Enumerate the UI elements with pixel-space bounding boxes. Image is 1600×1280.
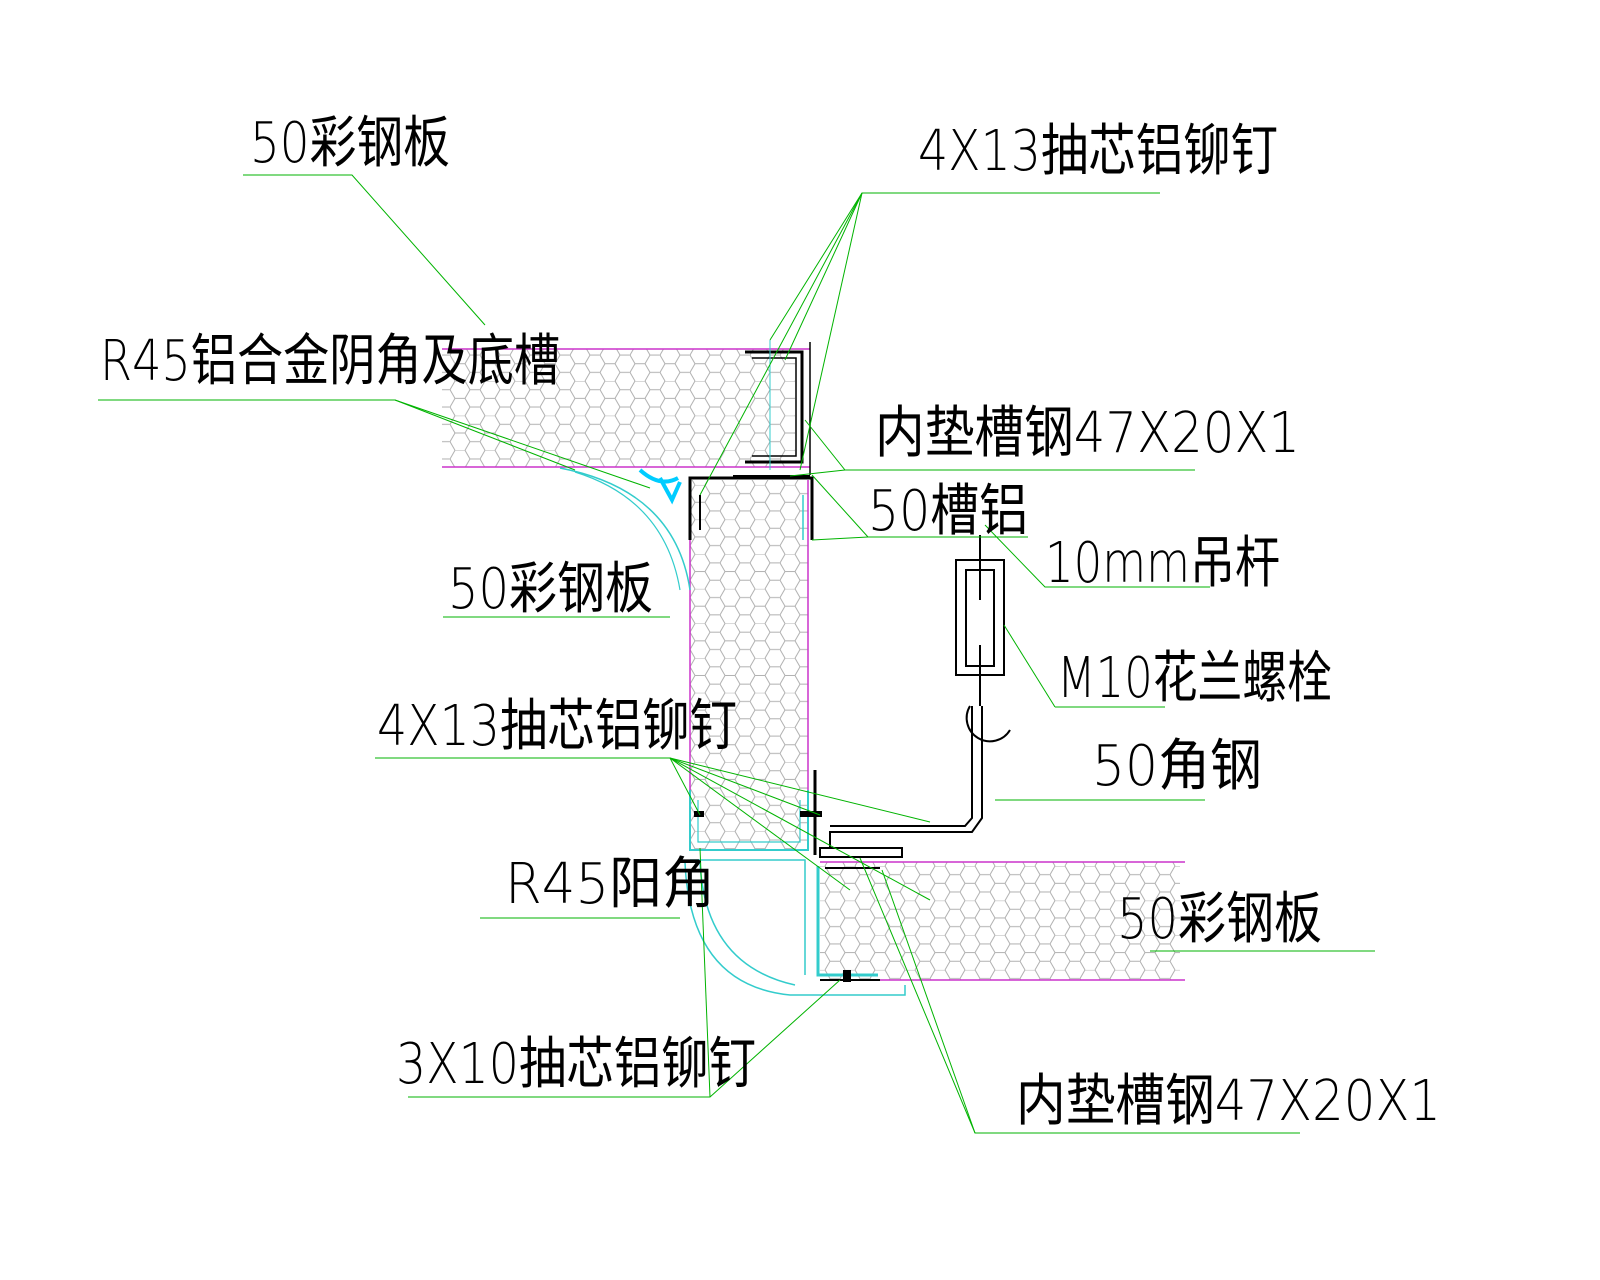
label-outer-corner: R45阳角 bbox=[505, 852, 715, 917]
label-turnbuckle: M10花兰螺栓 bbox=[1057, 646, 1332, 711]
outer-corner-profile bbox=[684, 770, 906, 996]
label-angle-steel: 50角钢 bbox=[1092, 734, 1262, 799]
hanger-assembly bbox=[829, 535, 1011, 848]
label-inner-corner: R45铝合金阴角及底槽 bbox=[100, 329, 560, 394]
label-channel-steel-top: 内垫槽钢47X20X1 bbox=[875, 401, 1300, 466]
label-rivet-mid: 4X13抽芯铝铆钉 bbox=[377, 694, 737, 759]
channel-aluminum bbox=[688, 475, 814, 540]
vertical-panel bbox=[689, 480, 809, 850]
label-panel-bottom: 50彩钢板 bbox=[1117, 887, 1322, 952]
label-rivet-small: 3X10抽芯铝铆钉 bbox=[396, 1032, 756, 1097]
label-rivet-top: 4X13抽芯铝铆钉 bbox=[918, 119, 1278, 184]
top-panel bbox=[442, 348, 810, 468]
label-panel-mid: 50彩钢板 bbox=[448, 557, 653, 622]
inner-corner-profile bbox=[559, 467, 691, 591]
bottom-panel bbox=[820, 861, 1185, 981]
labels: 50彩钢板 4X13抽芯铝铆钉 R45铝合金阴角及底槽 内垫槽钢47X20X1 … bbox=[100, 111, 1441, 1134]
label-channel-aluminum: 50槽铝 bbox=[868, 479, 1028, 544]
label-channel-steel-bottom: 内垫槽钢47X20X1 bbox=[1016, 1069, 1441, 1134]
label-hanger-rod: 10mm吊杆 bbox=[1045, 531, 1280, 596]
leader-lines bbox=[98, 174, 1375, 1134]
label-panel-top: 50彩钢板 bbox=[250, 111, 450, 176]
